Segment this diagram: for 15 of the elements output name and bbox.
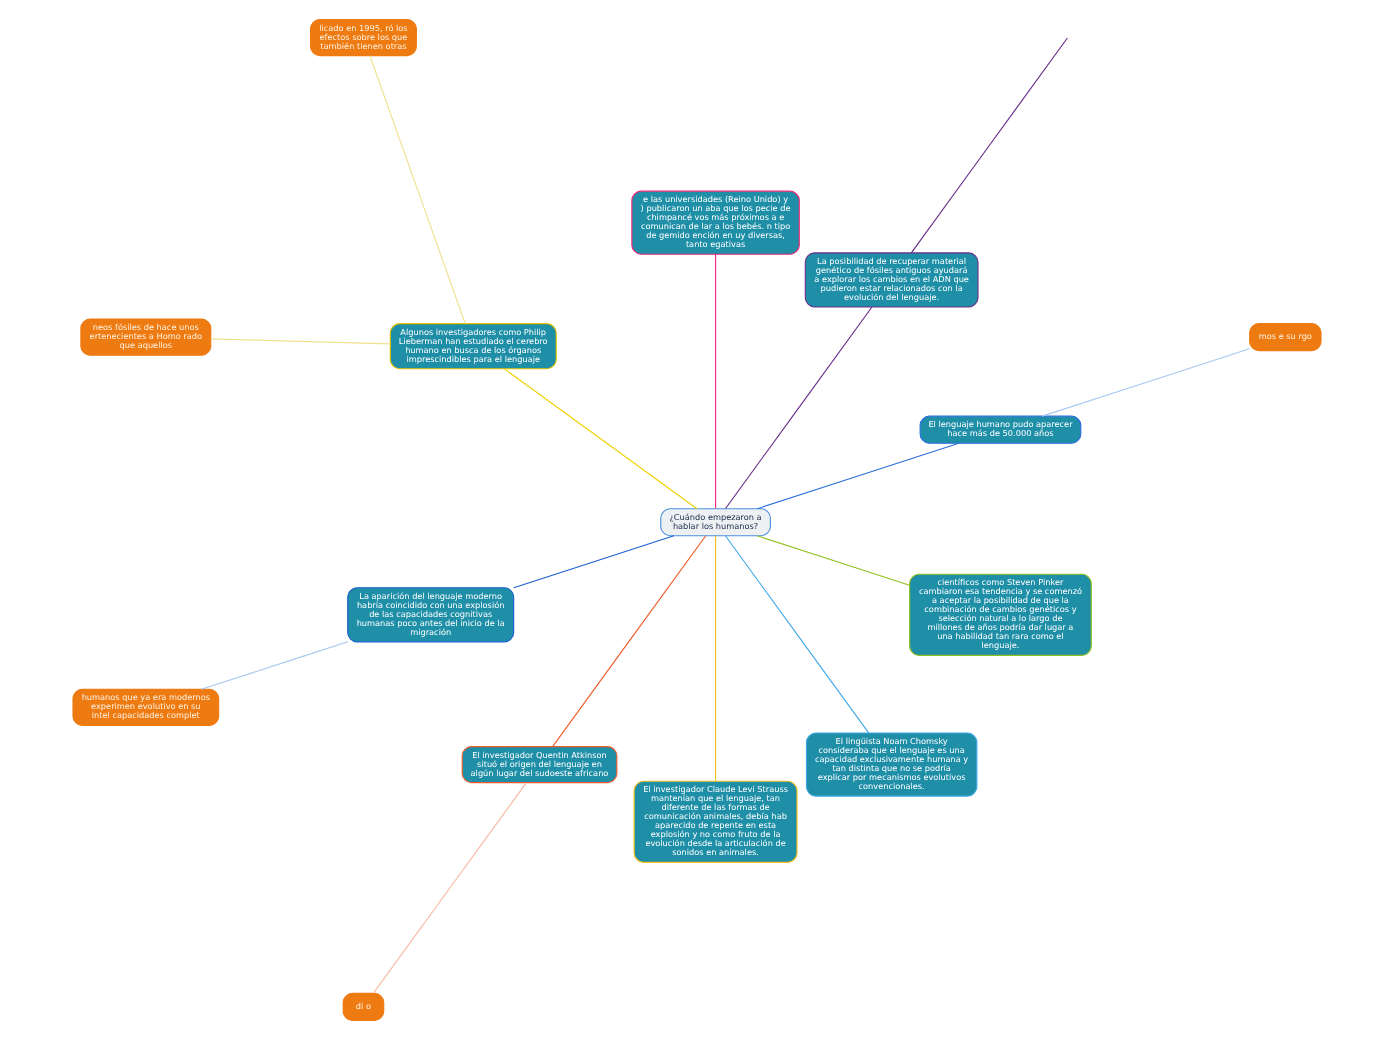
connector	[714, 253, 716, 510]
connector	[368, 55, 465, 325]
connector	[209, 338, 390, 345]
connector	[755, 442, 959, 510]
connector	[909, 37, 1067, 254]
connector	[502, 368, 697, 510]
connector	[1040, 348, 1250, 417]
connector	[755, 535, 909, 586]
connector	[724, 306, 872, 510]
connector	[199, 641, 348, 690]
connector	[551, 535, 706, 748]
connector	[724, 535, 869, 734]
connector	[512, 535, 674, 589]
connector	[714, 535, 716, 782]
connector	[371, 782, 526, 994]
